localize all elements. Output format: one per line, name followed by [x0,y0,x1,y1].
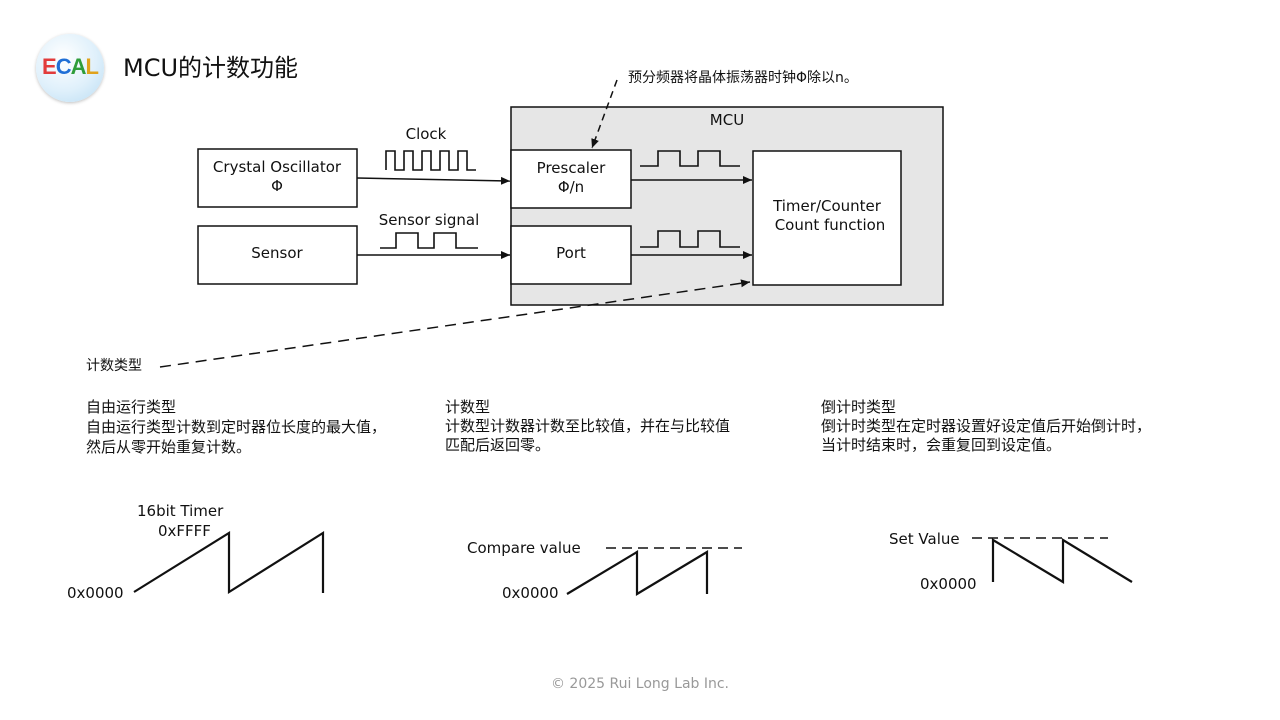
free-run-sawtooth [133,531,325,594]
free-run-heading: 自由运行类型 [86,398,177,416]
ecal-logo: ECAL [36,34,104,102]
crystal-oscillator-label: Crystal Oscillator [213,158,342,176]
prescaler-label: Prescaler [537,159,606,177]
logo-letter-e: E [42,54,57,79]
free-run-desc-line1: 自由运行类型计数到定时器位长度的最大值， [86,418,387,436]
prescaler-ratio: Φ/n [558,178,584,196]
timer-counter-label: Timer/Counter [772,197,882,215]
prescaler-note: 预分频器将晶体振荡器时钟Φ除以n。 [628,69,858,86]
compare-value-label: Compare value [467,539,581,557]
compare-heading: 计数型 [445,398,491,416]
logo-text: ECAL [36,54,104,80]
compare-desc-line2: 匹配后返回零。 [445,436,551,454]
clock-waveform [385,150,476,171]
sensor-signal-label: Sensor signal [379,211,480,229]
mcu-label: MCU [710,111,744,129]
count-function-label: Count function [775,216,886,234]
logo-letter-a: A [70,54,87,79]
prescaler-note-arrow [591,79,618,149]
clock-arrow [356,176,511,185]
sensor-signal-waveform [380,232,478,249]
free-run-title: 16bit Timer [137,502,224,520]
prescaler-box [510,149,632,209]
port-output-waveform [640,230,740,248]
countdown-heading: 倒计时类型 [821,398,897,416]
count-type-arrow [159,279,751,368]
compare-zero-label: 0x0000 [502,584,559,602]
free-run-max-label: 0xFFFF [158,522,211,540]
compare-desc-line1: 计数型计数器计数至比较值，并在与比较值 [445,417,731,435]
countdown-sawtooth [991,538,1133,584]
free-run-desc-line2: 然后从零开始重复计数。 [86,438,252,456]
sensor-box [197,225,358,285]
crystal-oscillator-phi: Φ [271,177,283,195]
set-value-label: Set Value [889,530,960,548]
port-box [510,225,632,285]
compare-sawtooth [566,550,709,596]
countdown-desc-line1: 倒计时类型在定时器设置好设定值后开始倒计时， [821,417,1152,435]
sensor-label: Sensor [251,244,303,262]
countdown-desc-line2: 当计时结束时，会重复回到设定值。 [821,436,1062,454]
logo-letter-c: C [55,54,72,79]
port-label: Port [556,244,586,262]
countdown-zero-label: 0x0000 [920,575,977,593]
free-run-zero-label: 0x0000 [67,584,124,602]
count-type-label: 计数类型 [86,358,142,374]
page-title: MCU的计数功能 [123,54,299,82]
clock-label: Clock [406,125,447,143]
prescaler-output-waveform [640,150,740,167]
logo-letter-l: L [85,54,99,79]
copyright-footer: © 2025 Rui Long Lab Inc. [550,676,730,692]
timer-counter-box [752,150,902,286]
